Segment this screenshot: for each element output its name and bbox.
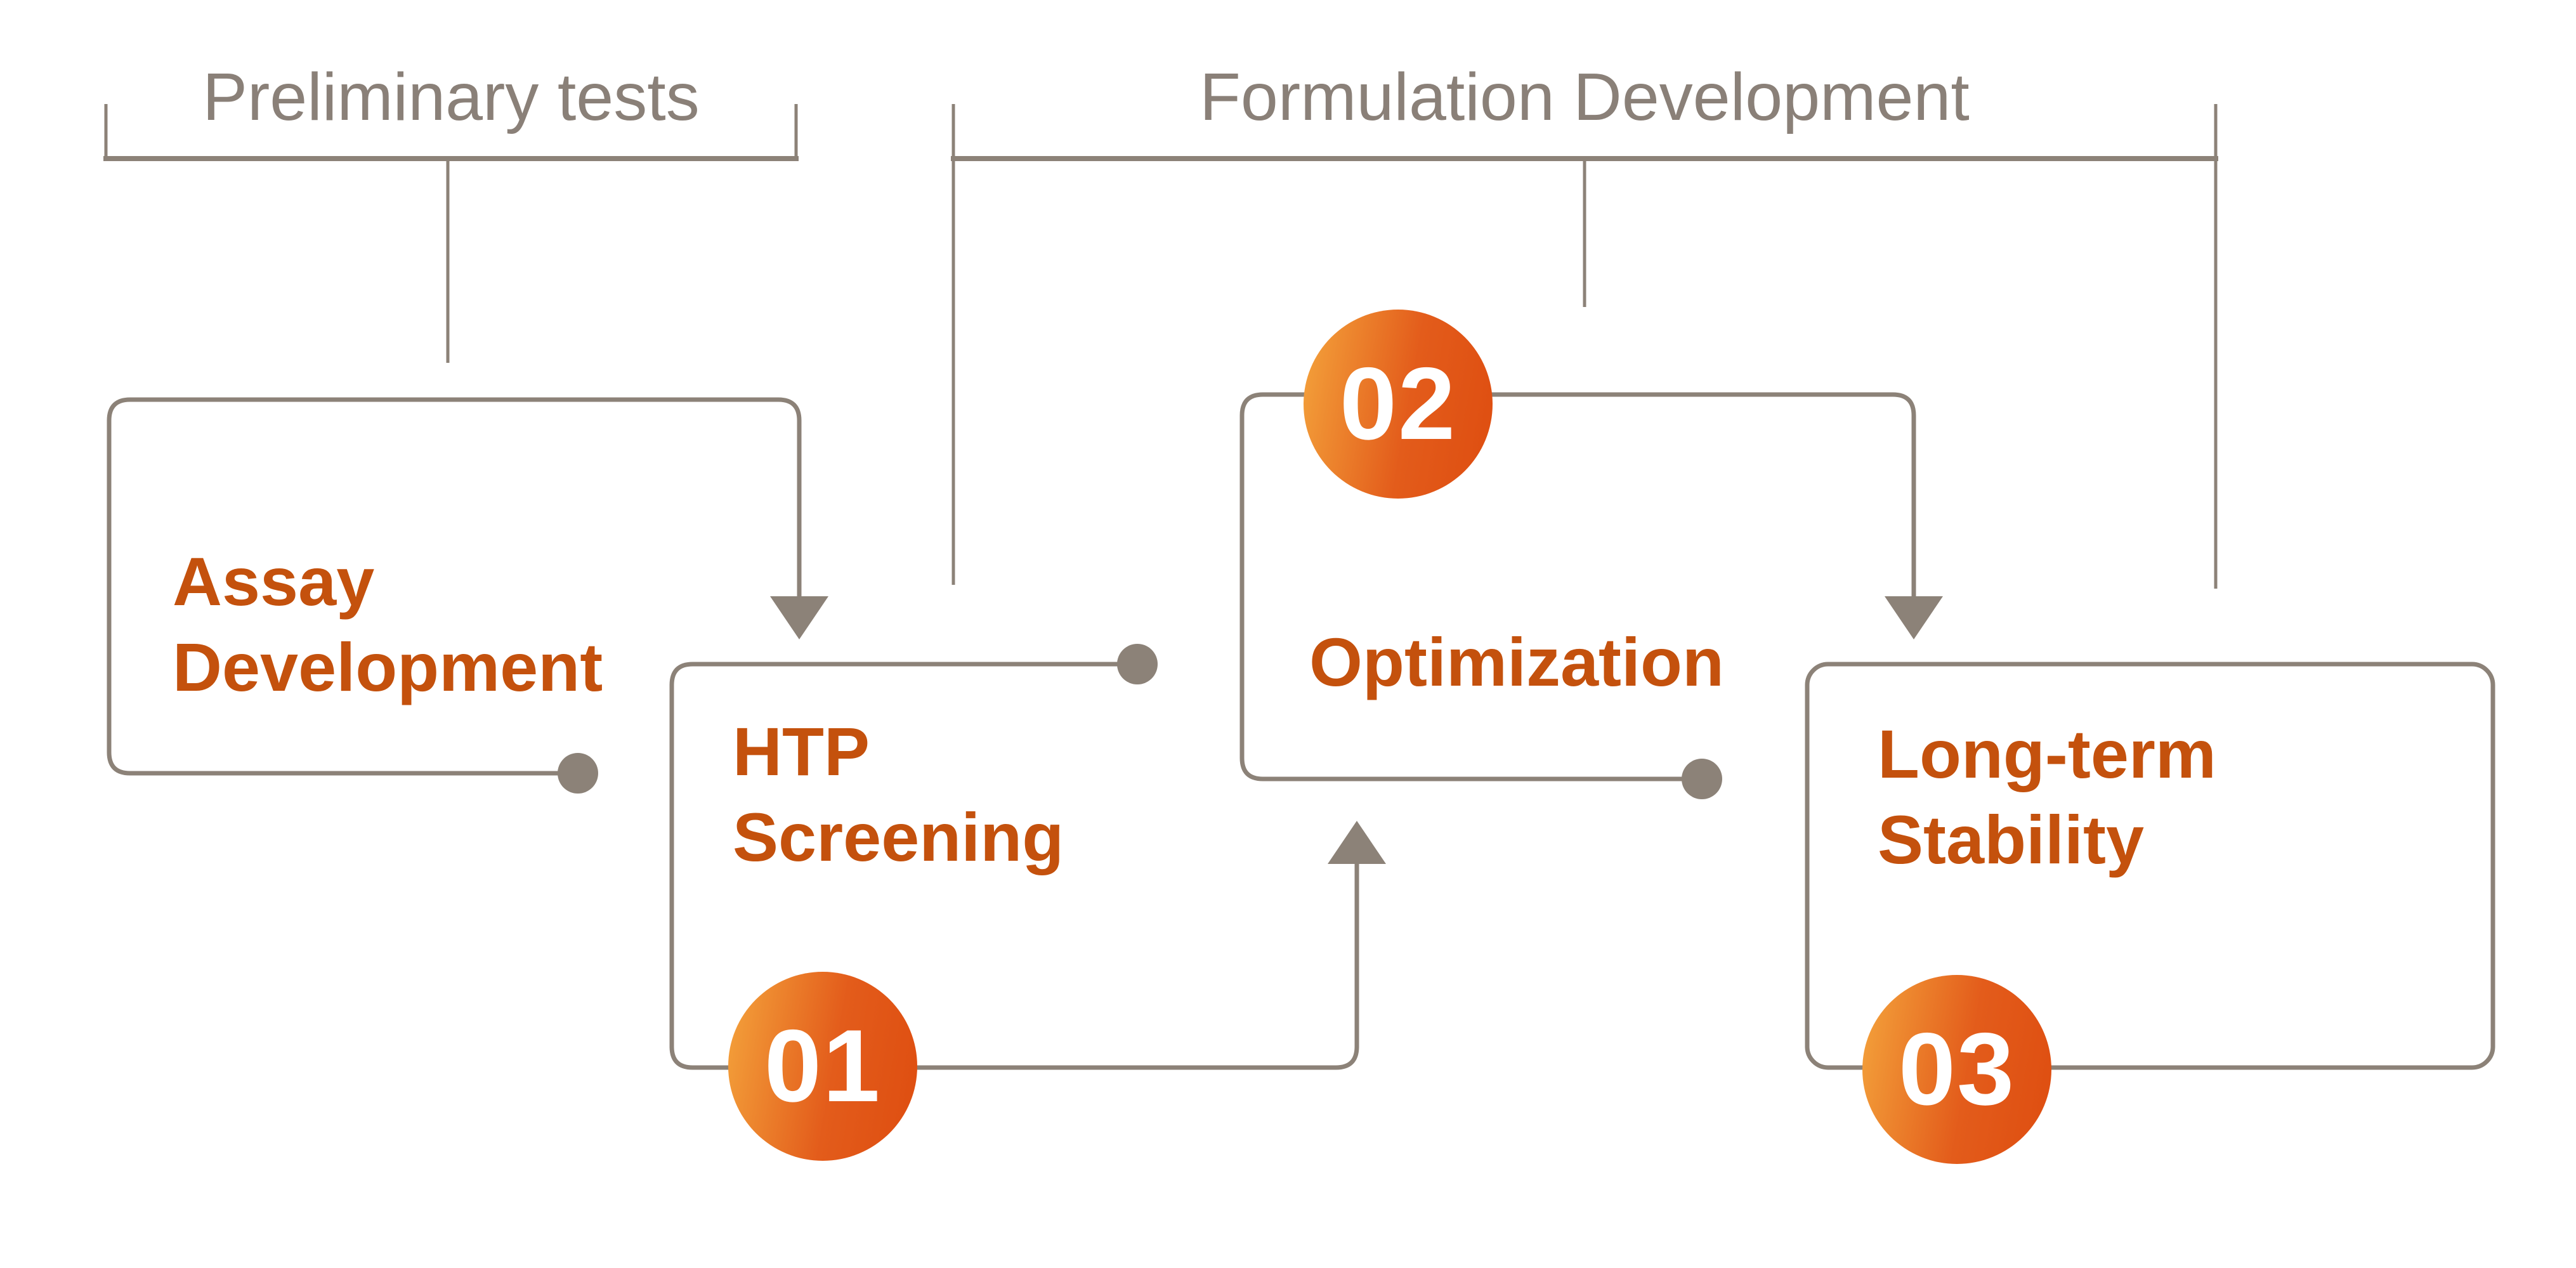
badge-03-number: 03 [1898, 1012, 2016, 1127]
badge-02: 02 [1304, 310, 1493, 499]
arrow-up-htp-to-optimization-icon [1328, 821, 1386, 864]
phase-label-preliminary-tests: Preliminary tests [202, 60, 700, 134]
htp-screening-box-outline [669, 662, 1359, 1070]
badge-01: 01 [728, 972, 917, 1161]
step-label-optimization: Optimization [1309, 624, 1724, 700]
badge-02-number: 02 [1339, 346, 1457, 461]
htp-line-end-dot [1117, 644, 1158, 684]
assay-line-end-dot [558, 753, 598, 794]
step-label-htp-screening: HTP Screening [733, 713, 1064, 875]
step-label-longterm-stability: Long-term Stability [1878, 716, 2216, 878]
assay-development-box-outline [107, 397, 802, 776]
longterm-stability-box-outline [1805, 662, 2495, 1070]
optimization-box-outline [1239, 392, 1916, 781]
badge-01-number: 01 [764, 1009, 882, 1123]
arrow-down-assay-to-htp-icon [770, 596, 828, 639]
step-label-assay-development: Assay Development [173, 543, 603, 705]
optimization-line-end-dot [1682, 759, 1722, 799]
arrow-down-optimization-to-stability-icon [1885, 596, 1943, 639]
phase-label-formulation-development: Formulation Development [1200, 60, 1970, 134]
badge-03: 03 [1862, 975, 2051, 1164]
